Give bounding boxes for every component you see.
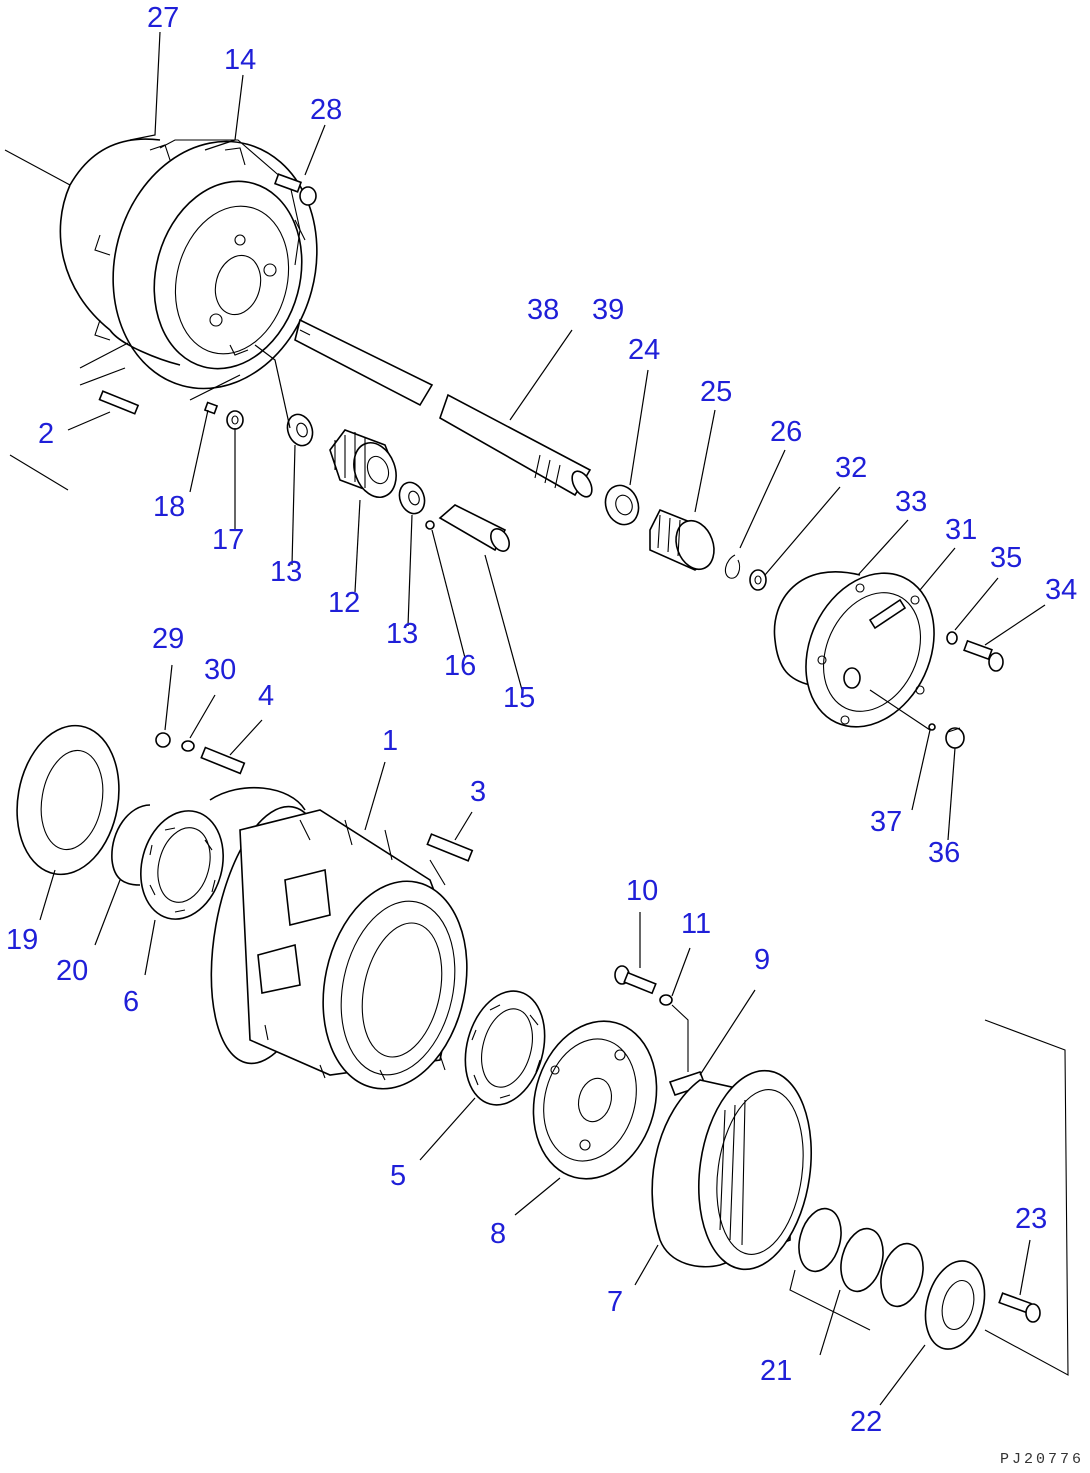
callout-36: 36 (928, 837, 961, 869)
bolt-34-35 (946, 631, 1004, 672)
callout-27: 27 (147, 2, 180, 34)
callout-13-lower: 13 (386, 618, 419, 650)
bearing-24 (604, 484, 640, 526)
plug-32 (749, 569, 767, 591)
callout-22: 22 (850, 1406, 883, 1438)
bolt-28 (273, 173, 317, 206)
callout-37: 37 (870, 806, 903, 838)
callout-39: 39 (592, 294, 625, 326)
callout-14: 14 (224, 44, 257, 76)
callout-2: 2 (38, 418, 55, 450)
shims-21 (789, 1207, 924, 1331)
callout-15: 15 (503, 682, 536, 714)
callout-24: 24 (628, 334, 661, 366)
planet-gear-12 (329, 429, 397, 498)
callout-3: 3 (470, 776, 487, 808)
hub-1 (209, 786, 468, 1090)
callout-5: 5 (390, 1160, 407, 1192)
callout-13-upper: 13 (270, 556, 303, 588)
callout-4: 4 (258, 680, 275, 712)
callout-25: 25 (700, 376, 733, 408)
seal-19 (16, 724, 120, 876)
bolt-23 (998, 1292, 1041, 1323)
callout-21: 21 (760, 1355, 793, 1387)
bolt-10 (614, 965, 657, 995)
callout-35: 35 (990, 542, 1023, 574)
callout-8: 8 (490, 1218, 507, 1250)
cover-31-33 (773, 570, 935, 728)
callout-10: 10 (626, 875, 659, 907)
sun-gear-25 (649, 508, 715, 571)
callout-23: 23 (1015, 1203, 1048, 1235)
callout-31: 31 (945, 514, 978, 546)
washer-30 (181, 740, 195, 752)
washer-13-lower (398, 481, 426, 515)
leader-lines (39, 31, 1046, 1406)
callout-7: 7 (607, 1286, 624, 1318)
drawing-code: PJ20776 (1000, 1451, 1085, 1468)
callout-30: 30 (204, 654, 237, 686)
callout-11: 11 (681, 908, 712, 940)
callout-12: 12 (328, 587, 361, 619)
carrier-8 (532, 1020, 658, 1180)
axle-shaft-38-39 (294, 318, 593, 498)
cut-line-top (4, 149, 71, 186)
callout-19: 19 (6, 924, 39, 956)
callout-32: 32 (835, 452, 868, 484)
plate-22 (924, 1260, 986, 1350)
callout-34: 34 (1045, 574, 1078, 606)
cut-line-bottom (984, 1019, 1069, 1376)
shaft-15 (438, 504, 510, 552)
part-18-17 (203, 401, 244, 430)
callout-38: 38 (527, 294, 560, 326)
callout-1: 1 (382, 725, 399, 757)
callout-9: 9 (754, 944, 771, 976)
callout-16: 16 (444, 650, 477, 682)
nut-29 (155, 732, 171, 748)
bearing-6 (140, 810, 224, 920)
callout-18: 18 (153, 491, 186, 523)
callout-26: 26 (770, 416, 803, 448)
ring-gear-7 (651, 1069, 813, 1271)
callout-6: 6 (123, 986, 140, 1018)
callout-29: 29 (152, 623, 185, 655)
bearing-5 (464, 990, 546, 1106)
snap-ring-26 (724, 554, 741, 579)
callout-17: 17 (212, 524, 245, 556)
callout-33: 33 (895, 486, 928, 518)
pin-2 (98, 390, 140, 415)
washer-13-upper (286, 413, 314, 447)
stud-4 (200, 746, 246, 775)
brake-housing (59, 138, 318, 390)
cut-line-mid (9, 454, 69, 491)
callout-28: 28 (310, 94, 343, 126)
plug-36-37 (928, 723, 965, 749)
washer-11 (659, 994, 673, 1006)
ball-16 (425, 520, 435, 530)
callout-20: 20 (56, 955, 89, 987)
stud-3 (426, 833, 474, 862)
